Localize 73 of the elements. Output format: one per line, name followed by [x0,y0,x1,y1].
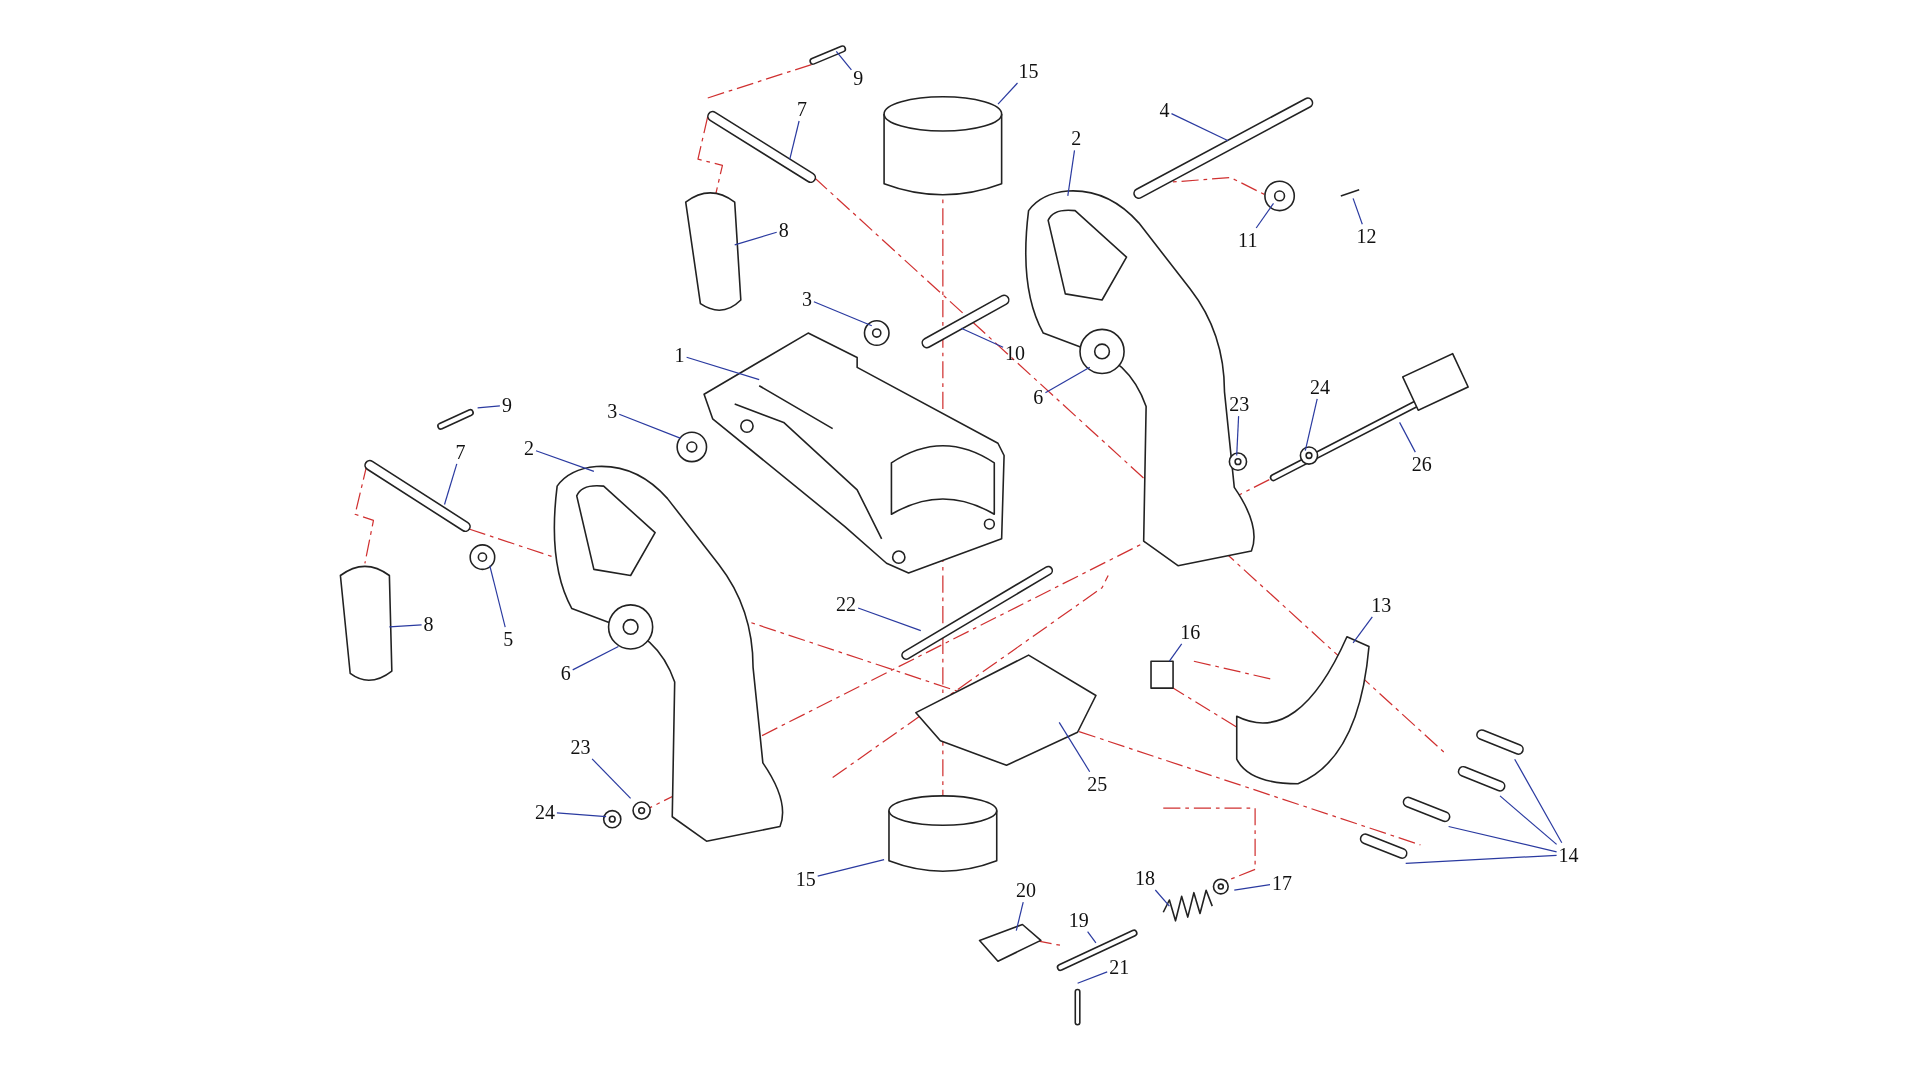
leader-line [535,450,595,472]
leader-line [1448,825,1558,853]
leader-line [1015,901,1024,932]
leader-line [734,231,778,246]
callout-number: 12 [1356,226,1377,247]
callout-number: 2 [1071,128,1082,149]
leader-line [817,859,885,877]
callout-number: 3 [607,401,618,422]
leader-line [1168,643,1183,662]
leader-line [835,50,852,71]
leader-line [1255,202,1275,229]
callout-number: 10 [1005,342,1026,363]
leader-line [1399,421,1416,453]
callout-number: 4 [1159,100,1170,121]
callout-number: 15 [795,869,816,890]
leader-line [857,607,922,632]
leader-line [789,120,800,160]
callout-number: 7 [455,441,466,462]
leader-line [572,645,619,671]
leader-line [1236,415,1240,457]
callout-number: 15 [1018,61,1039,81]
callout-number: 20 [1016,880,1037,901]
callout-number: 6 [1033,386,1044,407]
leader-line [618,413,682,439]
leader-line [1304,398,1318,452]
leader-line [1352,616,1373,644]
leader-line [1233,884,1271,891]
leader-line [1499,795,1558,845]
callout-number: 16 [1180,621,1201,642]
leader-line [556,812,607,818]
callout-number: 25 [1087,773,1108,794]
leader-line [1077,971,1108,984]
callout-number: 5 [503,629,514,650]
leader-line [1154,889,1170,907]
callout-number: 7 [797,98,808,119]
leader-line [1044,366,1091,394]
callout-number: 8 [778,220,789,241]
callout-number: 9 [853,68,864,89]
callout-number: 17 [1272,872,1293,893]
leader-line [1405,854,1558,864]
callout-number: 22 [836,593,857,614]
leader-line [1352,197,1363,225]
callout-number: 18 [1134,867,1155,888]
callout-number: 24 [534,801,555,822]
leader-line [1514,758,1563,844]
leader-line [997,82,1019,105]
callout-number: 8 [423,614,434,635]
callout-number: 3 [801,288,812,309]
callout-number: 19 [1068,909,1089,930]
leader-line [813,301,873,327]
leader-line [1087,931,1097,944]
callout-number: 23 [1229,394,1250,415]
leader-line [388,624,423,628]
leader-line [686,356,760,381]
leader-line [477,405,501,409]
callout-number: 26 [1411,454,1432,475]
leader-line [1067,149,1076,197]
callout-number: 9 [501,395,512,416]
leader-line [591,758,632,799]
leader-line [1058,721,1091,773]
leader-line [1170,113,1229,142]
callout-number: 23 [570,736,591,757]
callout-number: 13 [1371,594,1392,615]
callout-number: 11 [1238,230,1258,250]
callout-number: 2 [523,438,534,459]
callout-number: 24 [1310,376,1330,397]
leader-line [443,463,458,506]
callout-number: 6 [560,663,571,684]
leader-line [960,327,1004,348]
leader-line [489,565,506,628]
callout-number: 21 [1109,957,1130,978]
callout-number: 14 [1558,844,1579,865]
callout-number: 1 [674,345,685,366]
